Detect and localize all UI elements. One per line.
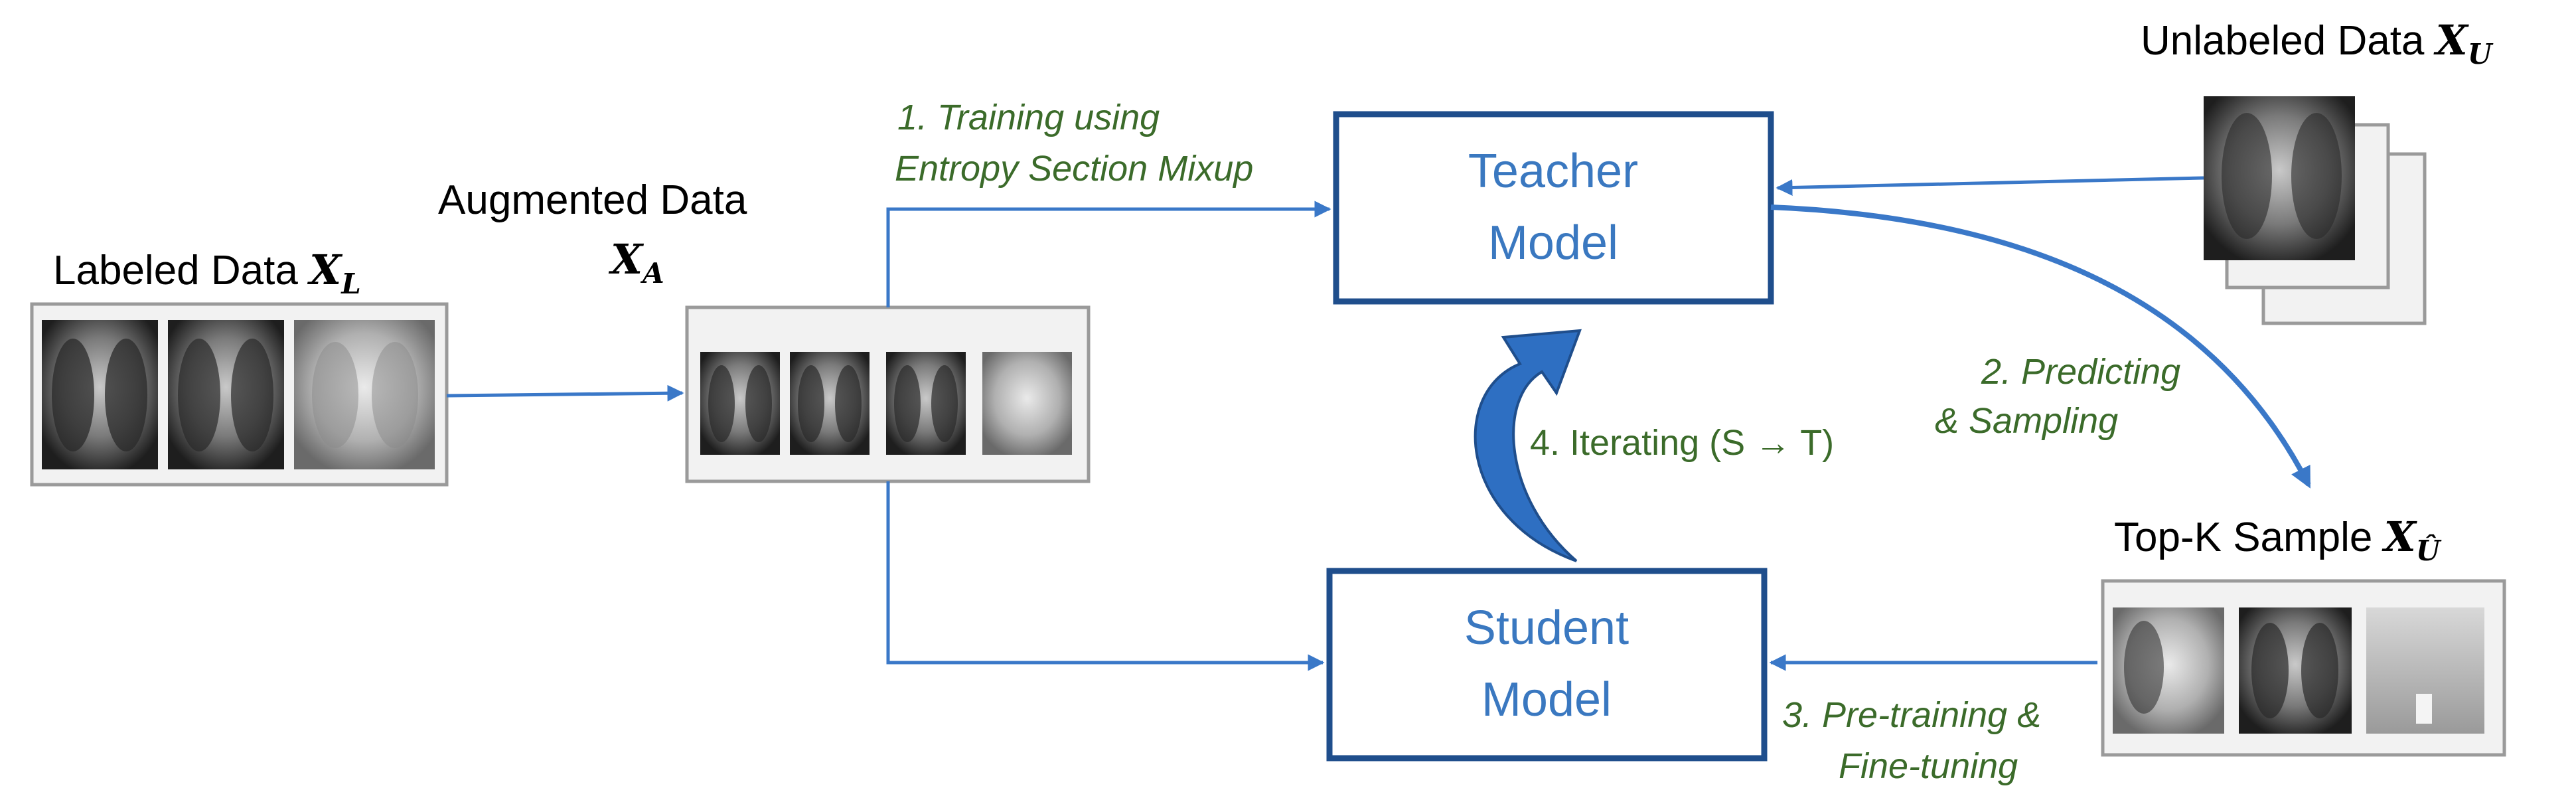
arrow-teacher-to-topk xyxy=(1770,204,2311,489)
arrow-unlabeled-to-teacher xyxy=(1776,176,2204,196)
iterating-curved-arrow xyxy=(1474,329,1582,562)
topk-sample-subscript: Û xyxy=(2416,534,2442,567)
unlabeled-data-title: Unlabeled Data XU xyxy=(2141,16,2494,70)
augmented-data-panel xyxy=(685,305,1091,483)
augmented-xray-4 xyxy=(982,352,1072,455)
teacher-model-line1: Teacher xyxy=(1468,145,1638,198)
arrow-labeled-to-augmented xyxy=(446,384,684,402)
augmented-xray-2 xyxy=(790,352,870,455)
labeled-data-subscript: L xyxy=(341,268,361,300)
student-model-line2: Model xyxy=(1481,673,1612,726)
unlabeled-data-subscript: U xyxy=(2468,38,2494,70)
labeled-xray-1 xyxy=(42,320,158,469)
unlabeled-xray xyxy=(2204,96,2355,260)
step1-text-line1: 1. Training using xyxy=(897,98,1160,137)
labeled-xray-2 xyxy=(168,320,284,469)
step3-text-line1: 3. Pre-training & xyxy=(1782,695,2041,735)
unlabeled-data-symbol: X xyxy=(2433,16,2470,64)
labeled-data-symbol: X xyxy=(307,246,343,294)
topk-xray-3 xyxy=(2366,607,2484,734)
labeled-data-title: Labeled Data XL xyxy=(53,246,361,300)
topk-sample-label: Top-K Sample xyxy=(2114,515,2384,560)
arrow-augmented-to-student xyxy=(886,481,1325,671)
step1-text-line2: Entropy Section Mixup xyxy=(895,149,1253,189)
step2-text-line1: 2. Predicting xyxy=(1981,352,2180,392)
teacher-model-box: Teacher Model xyxy=(1333,111,1774,305)
topk-sample-panel xyxy=(2101,579,2506,757)
augmented-data-title: Augmented Data xyxy=(438,177,747,223)
student-model-box: Student Model xyxy=(1326,568,1768,762)
step2-text-line2: & Sampling xyxy=(1935,401,2118,441)
augmented-data-symbol: X xyxy=(608,235,644,283)
augmented-data-subscript: A xyxy=(640,257,664,289)
augmented-data-symbol-text: XA xyxy=(608,235,664,289)
labeled-data-label: Labeled Data xyxy=(53,248,309,293)
topk-xray-1 xyxy=(2113,607,2224,734)
unlabeled-data-label: Unlabeled Data xyxy=(2141,18,2436,64)
student-model-line1: Student xyxy=(1464,602,1629,655)
topk-sample-title: Top-K Sample XÛ xyxy=(2114,513,2442,567)
augmented-xray-1 xyxy=(700,352,780,455)
augmented-xray-3 xyxy=(886,352,966,455)
step4-text: 4. Iterating (S → T) xyxy=(1530,423,1834,463)
arrow-augmented-to-teacher xyxy=(886,201,1331,307)
teacher-model-line2: Model xyxy=(1488,216,1618,270)
labeled-data-panel xyxy=(30,302,449,487)
topk-sample-symbol: X xyxy=(2382,513,2418,561)
topk-xray-2 xyxy=(2239,607,2352,734)
step3-text-line2: Fine-tuning xyxy=(1839,746,2018,786)
unlabeled-data-stack xyxy=(2204,96,2427,325)
labeled-xray-3 xyxy=(294,320,435,469)
